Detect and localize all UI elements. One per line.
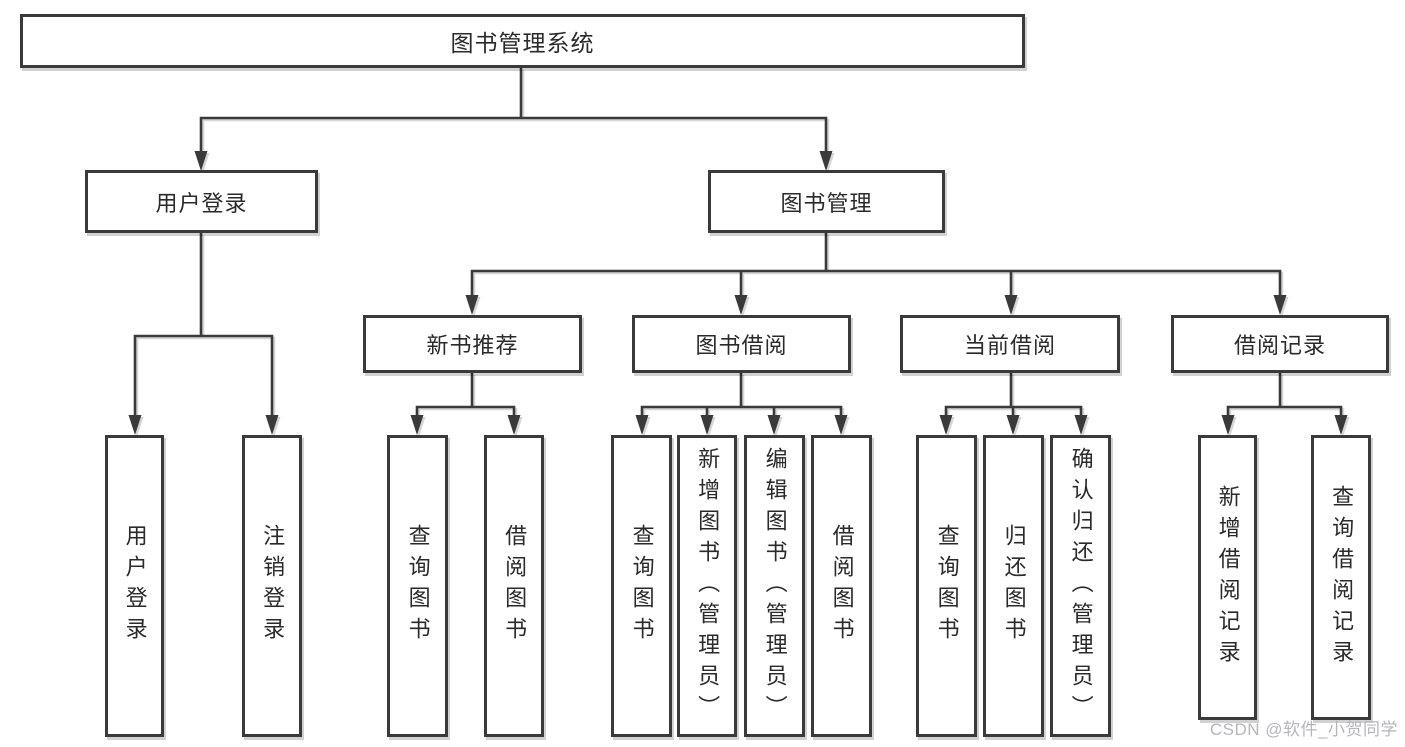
node-label: 确认归还（管理员） (1068, 446, 1094, 726)
leaf-confirm-return-admin: 确认归还（管理员） (1050, 435, 1111, 737)
node-label: 新书推荐 (426, 333, 519, 358)
connector-root-to-level2 (199, 68, 828, 152)
arrow-down (1004, 295, 1018, 315)
node-book-management: 图书管理 (708, 170, 945, 233)
arrow-down (465, 295, 479, 315)
arrow-down (128, 415, 142, 435)
node-label: 编辑图书（管理员） (762, 446, 788, 726)
arrow-down (819, 151, 833, 171)
node-library-system: 图书管理系统 (20, 14, 1025, 68)
leaf-add-borrow-record: 新增借阅记录 (1198, 435, 1257, 720)
connector-userlogin-to-leaves (133, 233, 274, 424)
node-label: 借阅图书 (829, 524, 855, 648)
arrow-down (1006, 415, 1020, 435)
leaf-user-login: 用户登录 (105, 435, 164, 737)
arrow-down (1273, 295, 1287, 315)
node-current-borrowing: 当前借阅 (900, 315, 1120, 373)
arrow-down (1334, 415, 1348, 435)
arrow-down (734, 295, 748, 315)
node-label: 图书管理 (780, 190, 873, 216)
leaf-query-borrow-record: 查询借阅记录 (1311, 435, 1371, 720)
leaf-add-books-admin: 新增图书（管理员） (677, 435, 737, 737)
arrowheads (128, 151, 1348, 435)
node-label: 注销登录 (260, 524, 286, 648)
node-new-book-recommend: 新书推荐 (363, 315, 582, 373)
leaf-return-books: 归还图书 (983, 435, 1044, 737)
node-label: 归还图书 (1001, 524, 1027, 648)
leaf-edit-books-admin: 编辑图书（管理员） (744, 435, 805, 737)
node-label: 图书借阅 (695, 333, 788, 358)
node-label: 借阅记录 (1233, 333, 1326, 358)
node-book-borrowing: 图书借阅 (632, 315, 851, 373)
node-label: 新增借阅记录 (1215, 484, 1241, 671)
node-borrowing-records: 借阅记录 (1171, 315, 1389, 373)
csdn-watermark: CSDN @软件_小贺同学 (1209, 720, 1398, 739)
leaf-query-books-recommend: 查询图书 (387, 435, 448, 737)
node-label: 用户登录 (155, 190, 248, 216)
arrow-down (767, 415, 781, 435)
node-label: 新增图书（管理员） (695, 446, 721, 726)
node-label: 用户登录 (122, 524, 148, 648)
leaf-borrow-books: 借阅图书 (811, 435, 872, 737)
arrow-down (507, 415, 521, 435)
arrow-down (265, 415, 279, 435)
arrow-down (1074, 415, 1088, 435)
connector-borrow-to-leaves (640, 373, 843, 424)
arrow-down (834, 415, 848, 435)
connector-newbook-to-leaves (415, 373, 516, 424)
connector-records-to-leaves (1226, 373, 1343, 424)
node-user-login-branch: 用户登录 (85, 170, 318, 233)
leaf-logout: 注销登录 (242, 435, 302, 737)
node-label: 当前借阅 (963, 333, 1056, 358)
arrow-down (194, 151, 208, 171)
node-label: 图书管理系统 (450, 30, 595, 56)
node-label: 查询借阅记录 (1329, 484, 1355, 671)
leaf-query-books-current: 查询图书 (916, 435, 977, 737)
node-label: 查询图书 (405, 524, 431, 648)
arrow-down (635, 415, 649, 435)
arrow-down (1221, 415, 1235, 435)
connector-bookmgmt-to-level3 (470, 233, 1282, 302)
arrow-down (410, 415, 424, 435)
node-label: 查询图书 (934, 524, 960, 648)
arrow-down (939, 415, 953, 435)
node-label: 查询图书 (629, 524, 655, 648)
leaf-borrow-books-recommend: 借阅图书 (484, 435, 544, 737)
leaf-query-books-borrow: 查询图书 (611, 435, 672, 737)
arrow-down (700, 415, 714, 435)
node-label: 借阅图书 (502, 524, 528, 648)
